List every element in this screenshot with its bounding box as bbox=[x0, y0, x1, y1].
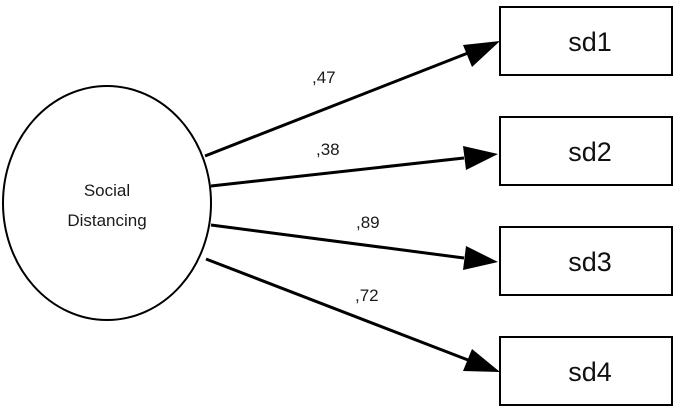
path-arrow-sd1 bbox=[204, 41, 500, 158]
indicator-box-sd3 bbox=[499, 226, 673, 296]
indicator-sd4: sd4 bbox=[499, 336, 673, 406]
arrowhead-sd3 bbox=[463, 246, 498, 270]
indicator-label-sd2: sd2 bbox=[568, 137, 612, 167]
latent-label-line1: Social bbox=[84, 181, 130, 200]
loading-label-sd1: ,47 bbox=[312, 68, 336, 87]
loading-label-sd3: ,89 bbox=[356, 213, 380, 232]
path-arrow-sd2 bbox=[210, 146, 498, 188]
indicator-box-sd4 bbox=[499, 336, 673, 406]
arrowhead-sd4 bbox=[463, 349, 500, 372]
indicator-sd3: sd3 bbox=[499, 226, 673, 296]
latent-ellipse bbox=[2, 85, 212, 321]
latent-variable: Social Distancing bbox=[2, 85, 212, 321]
path-line-sd4 bbox=[205, 257, 469, 362]
indicator-label-sd1: sd1 bbox=[568, 27, 612, 57]
arrowhead-sd1 bbox=[463, 41, 500, 67]
path-arrow-sd4 bbox=[205, 257, 500, 372]
loading-labels: ,47 ,38 ,89 ,72 bbox=[312, 68, 380, 305]
indicator-label-sd4: sd4 bbox=[568, 357, 612, 387]
arrowhead-sd2 bbox=[463, 146, 498, 170]
path-arrow-sd3 bbox=[210, 223, 498, 270]
loading-label-sd4: ,72 bbox=[355, 286, 379, 305]
indicator-sd2: sd2 bbox=[499, 116, 673, 186]
loading-label-sd2: ,38 bbox=[316, 140, 340, 159]
path-line-sd2 bbox=[210, 156, 465, 188]
indicator-label-sd3: sd3 bbox=[568, 247, 612, 277]
path-line-sd1 bbox=[204, 51, 469, 158]
path-line-sd3 bbox=[210, 223, 465, 260]
indicator-box-sd2 bbox=[499, 116, 673, 186]
path-arrows bbox=[204, 41, 500, 372]
indicator-sd1: sd1 bbox=[499, 6, 673, 76]
latent-label-line2: Distancing bbox=[67, 211, 146, 230]
indicator-box-sd1 bbox=[499, 6, 673, 76]
